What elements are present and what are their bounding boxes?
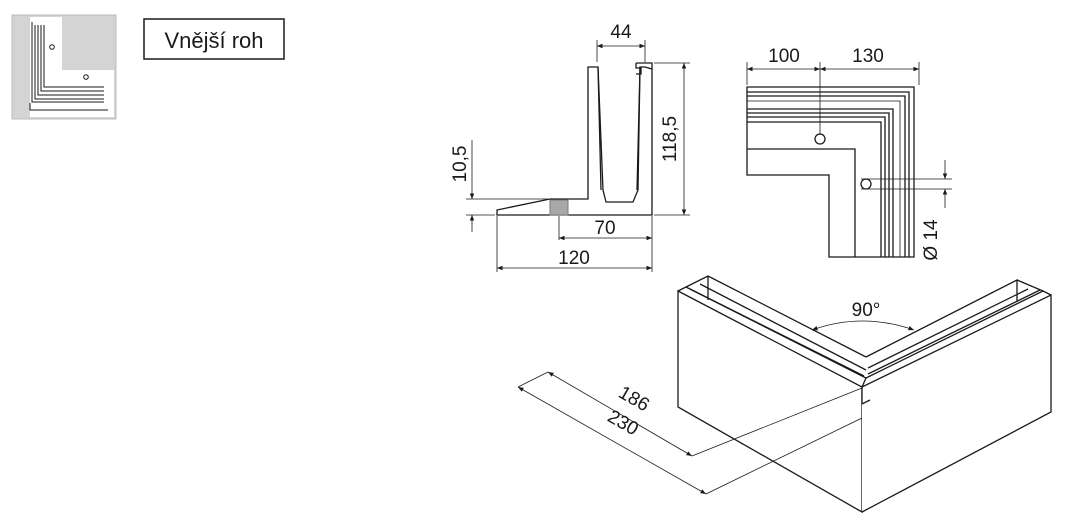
profile-section (496, 62, 653, 216)
profile-dimensions (466, 40, 690, 272)
hatched-bolt-area (549, 199, 569, 216)
dim-left-length: 100 (768, 46, 800, 67)
dim-base-step: 10,5 (450, 146, 471, 183)
hole-right (860, 178, 872, 190)
dim-hole-diameter: Ø 14 (921, 219, 942, 261)
dim-inner-width: 70 (594, 218, 615, 239)
title-box: Vnější roh (143, 18, 285, 60)
top-view-dimensions (746, 62, 952, 208)
top-view-corner (746, 86, 915, 258)
iso-dimensions (517, 320, 915, 495)
dim-total-width: 120 (558, 248, 590, 269)
dim-top-width: 44 (610, 22, 632, 43)
dim-right-length: 130 (852, 46, 884, 67)
hole-top (814, 133, 826, 145)
dim-angle: 90° (852, 300, 881, 321)
profile-outline (496, 66, 653, 216)
dim-height: 118,5 (660, 116, 681, 162)
page-title: Vnější roh (164, 28, 263, 53)
iso-view (677, 275, 1052, 514)
corner-thumbnail-icon (11, 14, 117, 120)
